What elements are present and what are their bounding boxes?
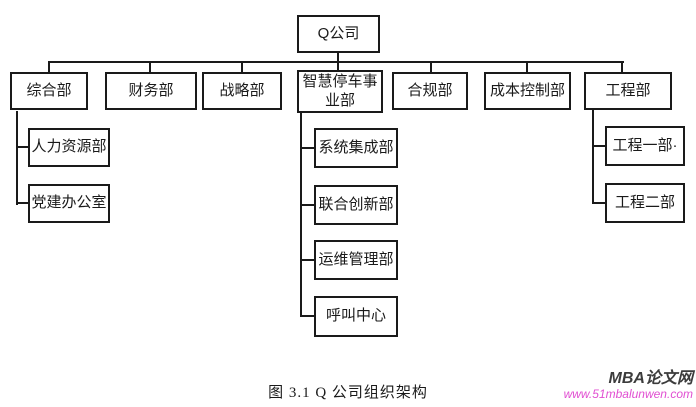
org-node-system-integration: 系统集成部 <box>314 128 398 168</box>
org-node-label: 战略部 <box>219 81 265 99</box>
org-node-label: 党建办公室 <box>31 194 107 212</box>
connector-stub-innovation <box>300 204 316 206</box>
connector-stub-ops <box>300 259 316 261</box>
connector-stub-party <box>16 202 30 204</box>
connector-stub-strategy <box>241 61 243 73</box>
connector-stub-callcenter <box>300 315 316 317</box>
org-node-label: 呼叫中心 <box>325 307 386 325</box>
org-node-label: 系统集成部 <box>318 138 394 156</box>
org-node-call-center: 呼叫中心 <box>314 296 398 337</box>
watermark-site-name: MBA论文网 <box>608 370 693 387</box>
connector-stub-general <box>48 61 50 73</box>
connector-parking-vertical <box>300 113 302 317</box>
org-node-engineering-dept: 工程部 <box>584 72 672 110</box>
connector-level2-horizontal <box>48 61 624 63</box>
org-node-joint-innovation: 联合创新部 <box>314 185 398 225</box>
org-node-label: 智慧停车事业部 <box>302 72 378 109</box>
org-node-label: 联合创新部 <box>318 195 394 213</box>
connector-stub-cost-control <box>526 61 528 73</box>
org-node-general-dept: 综合部 <box>10 72 88 110</box>
org-node-label: 工程一部· <box>612 136 678 154</box>
org-node-engineering-1: 工程一部· <box>605 126 685 166</box>
connector-stub-eng2 <box>592 202 607 204</box>
connector-general-vertical <box>16 111 18 205</box>
org-node-ops-management: 运维管理部 <box>314 240 398 280</box>
org-node-compliance-dept: 合规部 <box>392 72 468 110</box>
watermark-site-url: www.51mbalunwen.com <box>563 386 693 401</box>
connector-root-drop <box>337 52 339 63</box>
org-node-label: 人力资源部 <box>31 138 107 156</box>
org-node-label: 合规部 <box>407 81 453 99</box>
org-node-cost-control-dept: 成本控制部 <box>484 72 571 110</box>
org-node-label: 成本控制部 <box>489 81 565 99</box>
connector-stub-finance <box>149 61 151 73</box>
org-node-label: 综合部 <box>26 81 72 99</box>
watermark: MBA论文网 www.51mbalunwen.com <box>564 370 693 401</box>
connector-stub-smart-parking <box>337 61 339 71</box>
org-node-engineering-2: 工程二部 <box>605 183 685 223</box>
org-node-hr-dept: 人力资源部 <box>28 128 110 167</box>
org-node-label: 财务部 <box>128 81 174 99</box>
org-node-label: 工程部 <box>605 81 651 99</box>
org-node-company: Q公司 <box>297 15 380 53</box>
connector-stub-engineering <box>621 61 623 73</box>
org-node-label: Q公司 <box>317 24 360 42</box>
connector-stub-system <box>300 147 316 149</box>
org-node-label: 运维管理部 <box>318 250 394 268</box>
connector-stub-compliance <box>430 61 432 73</box>
connector-stub-eng1 <box>592 145 607 147</box>
connector-engineering-vertical <box>592 109 594 204</box>
org-node-strategy-dept: 战略部 <box>202 72 282 110</box>
org-node-finance-dept: 财务部 <box>105 72 197 110</box>
org-node-smart-parking-dept: 智慧停车事业部 <box>297 70 383 113</box>
org-node-party-office: 党建办公室 <box>28 184 110 223</box>
org-node-label: 工程二部 <box>614 193 675 211</box>
figure-caption: 图 3.1 Q 公司组织架构 <box>268 385 428 401</box>
connector-stub-hr <box>16 146 30 148</box>
